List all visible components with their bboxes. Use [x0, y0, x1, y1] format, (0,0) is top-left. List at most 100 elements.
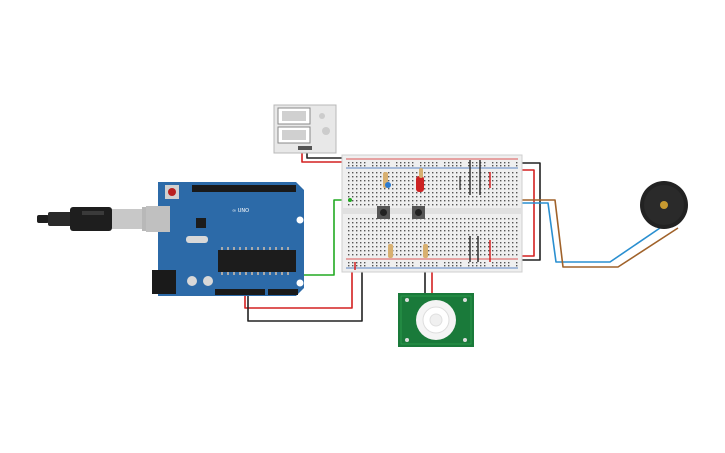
breadboard-hole: [392, 200, 394, 202]
breadboard-hole: [484, 246, 486, 248]
breadboard-hole: [492, 250, 494, 252]
arduino-uno-board[interactable]: ∞ UNO: [146, 182, 304, 296]
breadboard-hole: [460, 200, 462, 202]
resistor-bottom-2[interactable]: [423, 244, 428, 258]
dual-relay-module[interactable]: [273, 104, 337, 154]
breadboard-hole: [408, 188, 410, 190]
breadboard-hole: [348, 196, 350, 198]
breadboard-hole: [504, 234, 506, 236]
breadboard-hole: [508, 184, 510, 186]
usb-cable-connector[interactable]: [37, 207, 160, 231]
breadboard-hole: [472, 172, 474, 174]
piezo-buzzer[interactable]: [640, 181, 688, 229]
usb-chip: [196, 218, 206, 228]
breadboard-hole: [504, 242, 506, 244]
breadboard-hole: [480, 218, 482, 220]
breadboard-hole: [484, 242, 486, 244]
breadboard-hole: [500, 162, 502, 164]
resistor-bottom-1[interactable]: [388, 244, 393, 258]
breadboard-hole: [412, 222, 414, 224]
breadboard-hole: [392, 226, 394, 228]
breadboard-hole: [492, 238, 494, 240]
breadboard-hole: [484, 172, 486, 174]
resistor-2[interactable]: [419, 168, 423, 178]
breadboard-hole: [372, 265, 374, 267]
red-led[interactable]: [416, 176, 424, 192]
breadboard-hole: [364, 192, 366, 194]
breadboard-hole: [348, 188, 350, 190]
wire-rail-red-right[interactable]: [520, 169, 535, 257]
breadboard-hole: [360, 184, 362, 186]
breadboard-hole: [484, 234, 486, 236]
breadboard-hole: [392, 218, 394, 220]
breadboard-hole: [412, 265, 414, 267]
breadboard-hole: [464, 180, 466, 182]
breadboard-hole: [452, 200, 454, 202]
breadboard-hole: [352, 184, 354, 186]
push-button-2[interactable]: [412, 206, 425, 219]
breadboard-hole: [412, 180, 414, 182]
breadboard-hole: [460, 162, 462, 164]
breadboard-hole: [408, 254, 410, 256]
breadboard-hole: [500, 254, 502, 256]
breadboard-hole: [456, 196, 458, 198]
breadboard-hole: [508, 250, 510, 252]
breadboard-hole: [404, 246, 406, 248]
wire-relay-red[interactable]: [301, 150, 345, 163]
breadboard-hole: [504, 222, 506, 224]
breadboard-hole: [400, 222, 402, 224]
breadboard-hole: [364, 254, 366, 256]
breadboard-hole: [444, 192, 446, 194]
breadboard-hole: [392, 222, 394, 224]
breadboard-hole: [432, 180, 434, 182]
breadboard-hole: [420, 196, 422, 198]
power-jack[interactable]: [152, 270, 176, 294]
breadboard-hole: [392, 180, 394, 182]
breadboard-hole: [464, 218, 466, 220]
breadboard-hole: [444, 238, 446, 240]
breadboard-hole: [372, 246, 374, 248]
breadboard-hole: [360, 200, 362, 202]
breadboard-hole: [468, 218, 470, 220]
reset-button-cap[interactable]: [168, 188, 176, 196]
breadboard-hole: [472, 176, 474, 178]
breadboard-hole: [468, 196, 470, 198]
analog-pin-header[interactable]: [268, 289, 298, 295]
breadboard-hole: [512, 184, 514, 186]
breadboard-hole: [380, 238, 382, 240]
breadboard-hole: [368, 242, 370, 244]
breadboard-hole: [460, 176, 462, 178]
breadboard-hole: [492, 246, 494, 248]
breadboard-hole: [424, 238, 426, 240]
breadboard-hole: [380, 222, 382, 224]
breadboard-hole: [412, 250, 414, 252]
wire-arduino-black[interactable]: [247, 268, 363, 322]
wire-arduino-red[interactable]: [244, 268, 353, 309]
breadboard-hole: [512, 176, 514, 178]
push-button-1[interactable]: [377, 206, 390, 219]
wire-rail-black-right[interactable]: [520, 162, 541, 261]
breadboard-hole: [376, 192, 378, 194]
breadboard-hole: [448, 196, 450, 198]
breadboard-hole: [408, 234, 410, 236]
power-pin-header[interactable]: [215, 289, 265, 295]
digital-pin-header[interactable]: [192, 185, 296, 192]
breadboard-hole: [472, 250, 474, 252]
blue-trimmer[interactable]: [385, 182, 391, 188]
breadboard-hole: [516, 176, 518, 178]
breadboard-hole: [480, 265, 482, 267]
breadboard-hole: [464, 184, 466, 186]
breadboard-hole: [372, 230, 374, 232]
breadboard-hole: [396, 172, 398, 174]
pir-motion-sensor[interactable]: [398, 293, 474, 347]
breadboard-hole: [356, 172, 358, 174]
breadboard-hole: [404, 262, 406, 264]
breadboard-hole: [372, 162, 374, 164]
breadboard-hole: [516, 238, 518, 240]
breadboard-hole: [500, 180, 502, 182]
breadboard-hole: [380, 192, 382, 194]
breadboard-hole: [472, 242, 474, 244]
breadboard[interactable]: [341, 154, 523, 273]
breadboard-hole: [448, 250, 450, 252]
breadboard-hole: [448, 165, 450, 167]
